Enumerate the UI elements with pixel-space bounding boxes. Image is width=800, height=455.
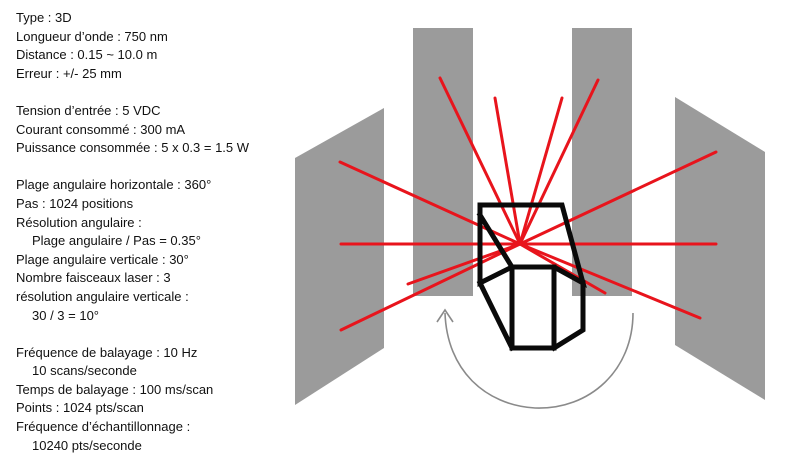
back-right-wall-panel: [572, 28, 632, 296]
spec-line: Temps de balayage : 100 ms/scan: [16, 381, 214, 397]
spec-line: Nombre faisceaux laser : 3: [16, 270, 171, 286]
spec-line: Tension d’entrée : 5 VDC: [16, 102, 161, 118]
spec-line: Puissance consommée : 5 x 0.3 = 1.5 W: [16, 140, 250, 156]
laser-beam: [438, 76, 522, 246]
spec-line: Fréquence de balayage : 10 Hz: [16, 344, 198, 360]
right-wall-panel: [675, 97, 765, 400]
rotation-arc: [444, 312, 634, 409]
laser-beam: [518, 242, 607, 295]
spec-line: Plage angulaire verticale : 30°: [16, 251, 189, 267]
laser-beam: [518, 150, 718, 246]
spec-line: 10 scans/seconde: [32, 363, 137, 379]
spec-line: 10240 pts/seconde: [32, 437, 142, 453]
rotation-arrow: [436, 308, 634, 409]
spec-line: Plage angulaire horizontale : 360°: [16, 177, 212, 193]
sensor-inner-edge: [476, 211, 516, 271]
spec-line: Résolution angulaire :: [16, 214, 142, 230]
laser-beam: [493, 96, 522, 246]
spec-line: Longueur d’onde : 750 nm: [16, 28, 168, 44]
spec-line: Fréquence d’échantillonnage :: [16, 419, 191, 435]
back-left-wall-panel: [413, 28, 473, 296]
spec-line: Courant consommé : 300 mA: [16, 121, 186, 137]
spec-line: Pas : 1024 positions: [16, 195, 134, 211]
spec-line: Type : 3D: [16, 10, 72, 25]
spec-line: Distance : 0.15 ~ 10.0 m: [16, 47, 158, 63]
laser-beam: [518, 242, 702, 320]
left-wall-panel: [295, 108, 384, 405]
spec-line: résolution angulaire verticale :: [16, 288, 189, 304]
sensor-front-face: [509, 264, 557, 351]
lidar-sensor-box: [476, 202, 587, 352]
specifications-panel: Type : 3D Longueur d’onde : 750 nm Distanc…: [16, 9, 316, 455]
spec-line: 30 / 3 = 10°: [32, 307, 99, 323]
laser-beam: [518, 96, 564, 246]
spec-line: Points : 1024 pts/scan: [16, 400, 144, 416]
laser-beam: [339, 242, 522, 332]
spec-line: Plage angulaire / Pas = 0.35°: [32, 233, 201, 249]
arrowhead-icon: [436, 308, 454, 323]
laser-beam: [518, 78, 600, 246]
sensor-side-face: [476, 279, 586, 352]
spec-line: Erreur : +/- 25 mm: [16, 65, 122, 81]
